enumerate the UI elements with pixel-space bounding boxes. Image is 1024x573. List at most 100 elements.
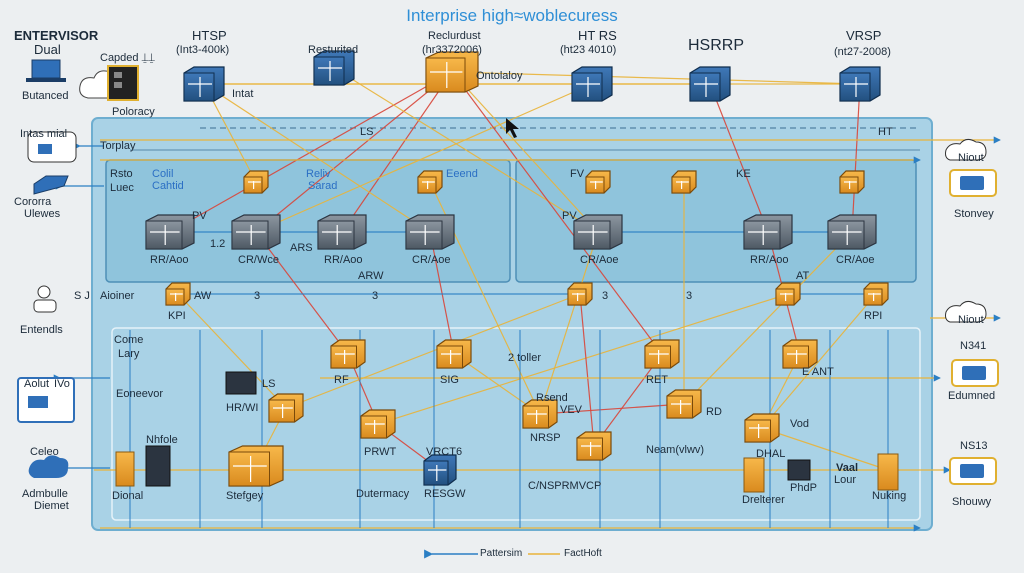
label-drelterer: Drelterer (742, 494, 785, 506)
label-dual: Dual (34, 42, 61, 57)
router-icon-gray-4 (573, 214, 623, 250)
cursor-icon (506, 118, 519, 138)
label-eant: E ANT (802, 366, 834, 378)
label-nuking: Nuking (872, 490, 907, 502)
label-butanced: Butanced (22, 90, 69, 102)
label-capdel: Capded ⍊⍊ (100, 52, 155, 64)
label-resturited: Resturited (308, 44, 359, 56)
switch-icon-core (425, 51, 479, 93)
label-niout-1: Niout (958, 152, 984, 164)
switch-icon-large-0 (228, 445, 284, 487)
label-htsp-sub: (Int3-400k) (176, 44, 230, 56)
label-intas-miat: Intas mial (20, 128, 68, 140)
label-ars: ARS (290, 242, 313, 254)
lower-zone (111, 327, 921, 521)
label-prwt: PRWT (364, 446, 397, 458)
label-sarad: Sarad (308, 180, 338, 192)
label-vrct: VRCT6 (426, 446, 463, 458)
switch-icon-mid-2 (644, 339, 680, 369)
label-reliv: Reliv (306, 168, 331, 180)
router-icon-gray-1 (231, 214, 281, 250)
switch-icon-mid-3 (782, 339, 818, 369)
router-icon-gray-3 (405, 214, 455, 250)
device-icons (145, 50, 889, 487)
label-dutermacy: Dutermacy (356, 488, 410, 500)
label-shouwy: Shouwy (952, 496, 992, 508)
label-rf: RF (334, 374, 349, 386)
label-crae-3: CR/Aoe (836, 254, 875, 266)
label-pv-2: PV (192, 210, 207, 222)
cloud-icon-right-2 (945, 300, 987, 323)
label-hrwi: HR/WI (226, 402, 259, 414)
label-3c: 3 (602, 290, 609, 302)
switch-icon-mid-5 (360, 409, 396, 439)
switch-icon-small-2 (585, 170, 611, 194)
label-rd: RD (706, 406, 722, 418)
label-polaracy: Poloracy (112, 106, 155, 118)
label-rrac-2: RR/Aoo (324, 254, 363, 266)
cloud-blue-icon (28, 455, 69, 478)
label-3d: 3 (686, 290, 693, 302)
label-ret: RET (646, 374, 668, 386)
label-aolut-sub: IVo (54, 378, 70, 390)
label-crwce: CR/Wce (238, 254, 279, 266)
label-ke: KE (736, 168, 751, 180)
label-pv-1: PV (562, 210, 577, 222)
label-cnsp: C/NSPRMVCP (528, 480, 602, 492)
label-htsp: HTSP (192, 28, 227, 43)
label-rsto: Rsto (110, 168, 133, 180)
monitor-icon (17, 377, 75, 423)
label-colil: Colil (152, 168, 174, 180)
label-entendls: Entendls (20, 324, 63, 336)
switch-icon-blue-3 (689, 66, 731, 102)
label-n341: N341 (960, 340, 987, 352)
switch-icon-small-1 (417, 170, 443, 194)
switch-icon-blue-4 (839, 66, 881, 102)
label-reclurdust: Reclurdust (428, 30, 481, 42)
switch-icon-small-7 (775, 282, 801, 306)
label-niout-2: Niout (958, 314, 984, 326)
router-icon-gray-6 (827, 214, 877, 250)
router-icon-left (33, 175, 69, 195)
laptop-icon (26, 59, 66, 82)
switch-icon-blue-1 (313, 50, 355, 86)
label-toller: 2 toller (508, 352, 542, 364)
label-aolut: Aolut (24, 378, 50, 390)
label-arw: ARW (358, 270, 384, 282)
label-crae-1: CR/Aoe (412, 254, 451, 266)
label-sj: S J (74, 290, 90, 302)
label-eeend: Eeend (446, 168, 478, 180)
label-ls: LS (262, 378, 276, 390)
switch-icon-mid-7 (666, 389, 702, 419)
chat-bubble-icon (27, 131, 77, 163)
server-rack-icon (107, 65, 139, 101)
label-rpi: RPI (864, 310, 883, 322)
label-ht: HT (878, 126, 893, 138)
label-luec: Luec (110, 182, 134, 194)
label-cahtid: Cahtid (152, 180, 184, 192)
label-crae-2: CR/Aoe (580, 254, 619, 266)
switch-icon-mid-6 (522, 399, 558, 429)
label-torplay: Torplay (100, 140, 136, 152)
label-resgw: RESGW (424, 488, 466, 500)
label-dional: Dional (112, 490, 144, 502)
label-celeo: Celeo (30, 446, 59, 458)
label-lour: Lour (834, 474, 857, 486)
switch-icon-navy-0 (423, 454, 457, 486)
label-edumed: Edumned (948, 390, 996, 402)
switch-icon-small-5 (165, 282, 191, 306)
label-stefgey: Stefgey (226, 490, 264, 502)
label-admbule: Admbulle (22, 488, 68, 500)
label-aioiner: Aioiner (100, 290, 135, 302)
label-ns13: NS13 (960, 440, 988, 452)
switch-icon-small-6 (567, 282, 593, 306)
label-neam: Neam(vlwv) (646, 444, 705, 456)
legend-item-1: Pattersim (480, 548, 523, 559)
label-phdp: PhdP (790, 482, 817, 494)
label-eoneevor: Eoneevor (116, 388, 164, 400)
switch-icon-mid-9 (576, 431, 612, 461)
router-icon-gray-5 (743, 214, 793, 250)
label-corora-sub: Ulewes (24, 208, 61, 220)
label-rsend: Rsend (536, 392, 568, 404)
